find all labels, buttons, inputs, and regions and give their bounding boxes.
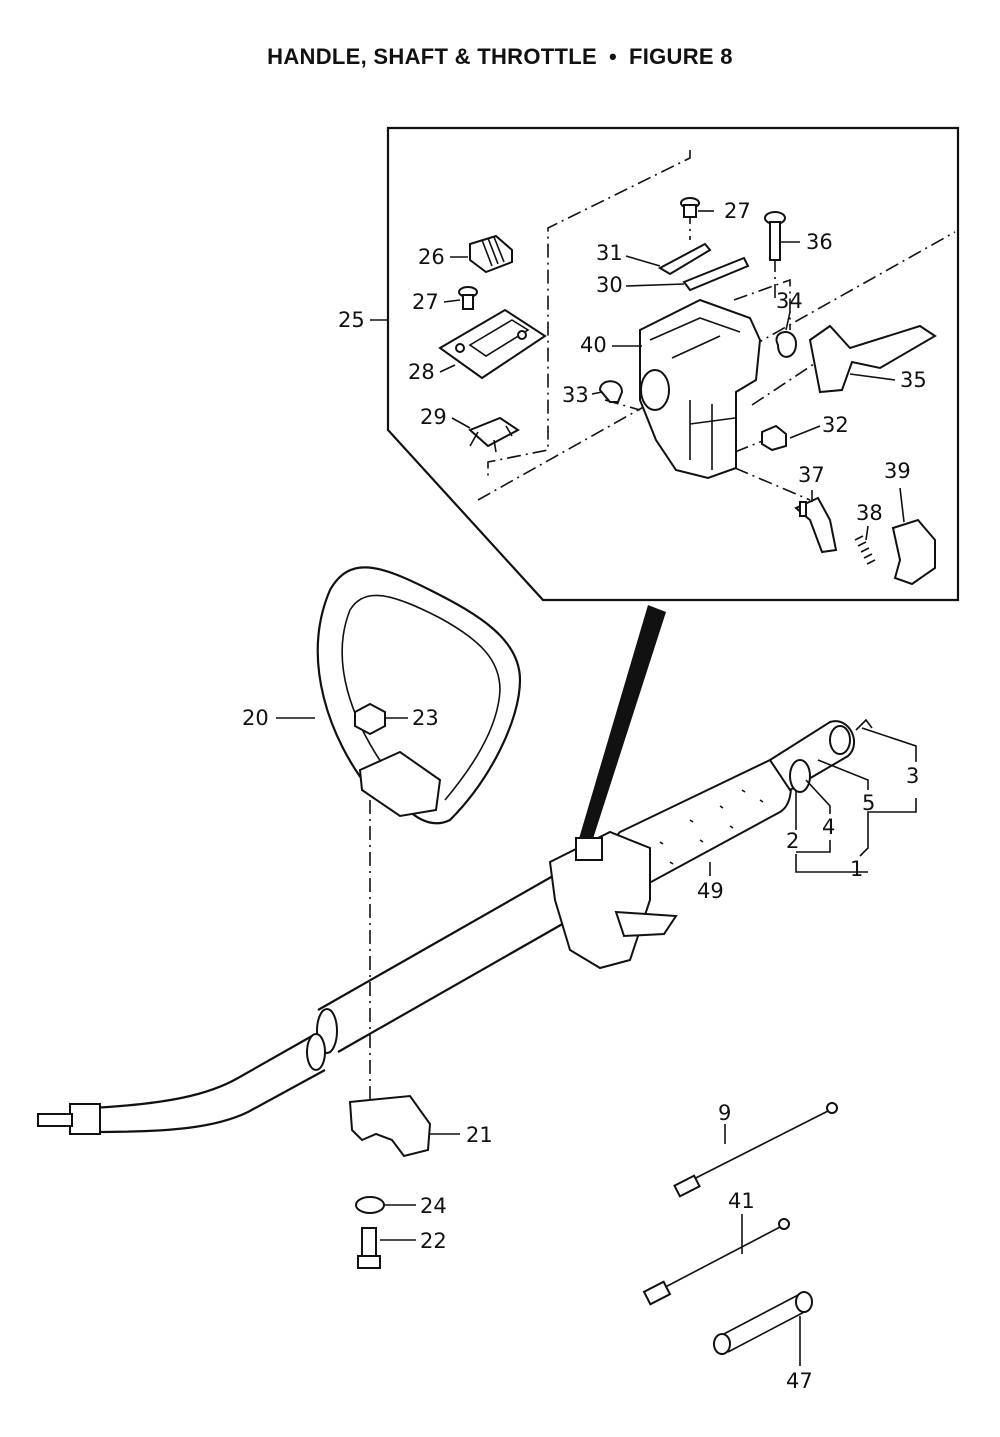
part-9-throttle-cable xyxy=(673,1102,838,1198)
throttle-housing-assembled xyxy=(548,830,678,970)
label-2: 2 xyxy=(786,829,799,853)
label-3: 3 xyxy=(906,764,919,788)
label-9: 9 xyxy=(718,1101,731,1125)
part-33-clip xyxy=(598,380,624,403)
label-38: 38 xyxy=(856,501,883,525)
label-21: 21 xyxy=(466,1123,493,1147)
part-30-lever xyxy=(682,256,750,292)
title-separator: • xyxy=(608,44,617,69)
label-1: 1 xyxy=(850,857,863,881)
label-4: 4 xyxy=(822,815,835,839)
label-30: 30 xyxy=(596,273,623,297)
part-24-washer xyxy=(355,1196,385,1214)
label-27-left: 27 xyxy=(412,290,439,314)
page-title: HANDLE, SHAFT & THROTTLE • FIGURE 8 xyxy=(0,44,1000,70)
figure-number: FIGURE 8 xyxy=(628,44,733,69)
part-31-lever xyxy=(657,242,712,276)
label-5: 5 xyxy=(862,791,875,815)
label-39: 39 xyxy=(884,459,911,483)
title-text: HANDLE, SHAFT & THROTTLE xyxy=(267,44,597,69)
label-28: 28 xyxy=(408,360,435,384)
label-25: 25 xyxy=(338,308,365,332)
inset-frame xyxy=(386,126,960,602)
label-49: 49 xyxy=(697,879,724,903)
part-36-bolt xyxy=(764,211,786,261)
label-34: 34 xyxy=(776,289,803,313)
part-27-screw-left xyxy=(458,286,478,310)
part-22-bolt xyxy=(357,1227,381,1269)
part-40-housing xyxy=(639,298,762,480)
label-33: 33 xyxy=(562,383,589,407)
part-28-switch-plate xyxy=(438,308,547,380)
part-29-contact xyxy=(468,416,520,453)
main-shaft xyxy=(37,871,581,1135)
inset-detail xyxy=(386,126,960,602)
label-36: 36 xyxy=(806,230,833,254)
label-26: 26 xyxy=(418,245,445,269)
label-32: 32 xyxy=(822,413,849,437)
part-39-cover xyxy=(891,518,936,586)
part-20-loop-handle xyxy=(316,566,522,825)
part-27-screw-top xyxy=(680,197,700,218)
part-41-stop-wire xyxy=(642,1218,790,1306)
label-31: 31 xyxy=(596,241,623,265)
label-24: 24 xyxy=(420,1194,447,1218)
part-32-nut xyxy=(761,424,787,452)
part-37-lockout-lever xyxy=(794,496,838,554)
label-20: 20 xyxy=(242,706,269,730)
label-35: 35 xyxy=(900,368,927,392)
part-35-throttle-trigger xyxy=(808,324,937,394)
label-29: 29 xyxy=(420,405,447,429)
label-41: 41 xyxy=(728,1189,755,1213)
label-37: 37 xyxy=(798,463,825,487)
part-47-tube xyxy=(713,1291,813,1355)
part-labels: 25 26 27 28 29 27 31 30 36 34 40 33 35 3… xyxy=(242,199,927,1393)
part-38-spring xyxy=(854,535,876,565)
callout-arrow xyxy=(578,605,666,848)
rear-end-parts xyxy=(768,718,873,793)
label-47: 47 xyxy=(786,1369,813,1393)
label-22: 22 xyxy=(420,1229,447,1253)
label-27-top: 27 xyxy=(724,199,751,223)
label-40: 40 xyxy=(580,333,607,357)
leader-lines xyxy=(276,210,917,1366)
label-23: 23 xyxy=(412,706,439,730)
part-21-clamp xyxy=(348,1094,432,1158)
part-26-switch-knob xyxy=(469,234,513,274)
part-34-spring xyxy=(775,331,798,358)
part-23-nut xyxy=(354,702,386,736)
